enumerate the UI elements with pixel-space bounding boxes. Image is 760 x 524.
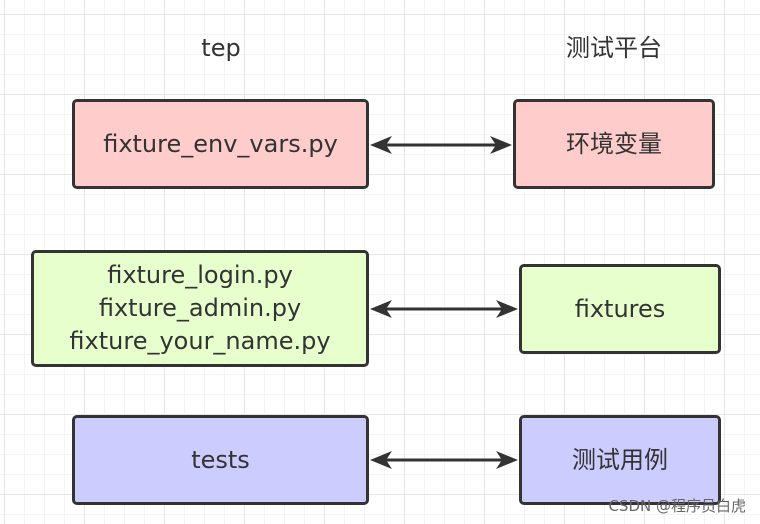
double-arrow-row-3 — [370, 451, 518, 469]
double-arrow-row-1 — [370, 136, 512, 154]
double-arrow-row-2 — [370, 300, 518, 318]
box-label: tests — [191, 445, 250, 474]
box-fixtures: fixtures — [519, 264, 721, 354]
box-label-line: fixture_your_name.py — [69, 327, 331, 355]
box-label: fixture_env_vars.py — [103, 129, 338, 158]
box-label: fixtures — [574, 294, 666, 323]
header-test-platform: 测试平台 — [566, 34, 662, 62]
box-env-variables: 环境变量 — [513, 99, 715, 189]
box-tests: tests — [72, 415, 369, 505]
header-tep: tep — [201, 34, 241, 62]
box-test-cases: 测试用例 — [519, 415, 721, 505]
box-fixture-env-vars: fixture_env_vars.py — [72, 99, 369, 189]
box-label: 环境变量 — [566, 129, 662, 158]
box-label-line: fixture_admin.py — [98, 294, 302, 322]
box-label-line: fixture_login.py — [107, 261, 293, 289]
box-fixture-files: fixture_login.py fixture_admin.py fixtur… — [31, 250, 369, 367]
box-label: 测试用例 — [572, 445, 668, 474]
csdn-watermark: CSDN @程序员白虎 — [608, 497, 746, 515]
